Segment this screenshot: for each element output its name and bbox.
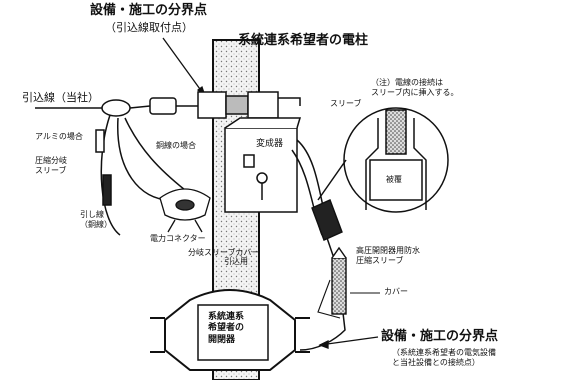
- switch-box-label: 系統連系 希望者の 開閉器: [208, 312, 245, 345]
- compression-sleeve-label: 圧縮分岐 スリーブ: [35, 156, 67, 176]
- service-wire: [35, 91, 301, 119]
- aluminum-case-label: アルミの場合: [35, 132, 83, 141]
- bottom-boundary-arrow: [318, 336, 379, 349]
- wire-in-sleeve-label: 被覆: [386, 175, 402, 184]
- meter-label: 変成器: [256, 139, 284, 149]
- power-connector: [159, 188, 211, 233]
- cover-label: カバー: [384, 287, 408, 296]
- cover-pointer: [317, 279, 380, 319]
- copper-case-label: 銅線の場合: [156, 141, 196, 150]
- bottom-boundary-title: 設備・施工の分界点: [381, 329, 499, 344]
- switch-box: [150, 289, 310, 371]
- top-boundary-title: 設備・施工の分界点: [90, 3, 208, 18]
- top-boundary-subtitle: （引込線取付点）: [105, 21, 193, 34]
- sleeve-note: （注）電線の接続は スリーブ内に挿入する。: [371, 78, 459, 98]
- waterproof-sleeve: [311, 199, 347, 315]
- bottom-boundary-subtitle: （系統連系希望者の電気設備 と当社設備との接続点）: [392, 348, 496, 368]
- pole-title: 系統連系希望者の電柱: [238, 33, 369, 48]
- branch-sleeve-cover-label: 分岐スリーブカバー: [188, 248, 260, 257]
- service-wire-label: 引込線（当社）: [22, 91, 99, 104]
- top-boundary-arrow: [162, 37, 207, 99]
- drop-wire-label: 引し線 （銅線）: [80, 210, 112, 230]
- sleeve-detail-callout: [317, 107, 449, 213]
- pole-small-label: 引込用: [224, 257, 248, 266]
- meter-box: [224, 117, 302, 213]
- waterproof-sleeve-label: 高圧開閉器用防水 圧縮スリーブ: [356, 246, 420, 266]
- sleeve-label: スリーブ: [330, 99, 362, 108]
- power-connector-label: 電力コネクター: [150, 234, 206, 243]
